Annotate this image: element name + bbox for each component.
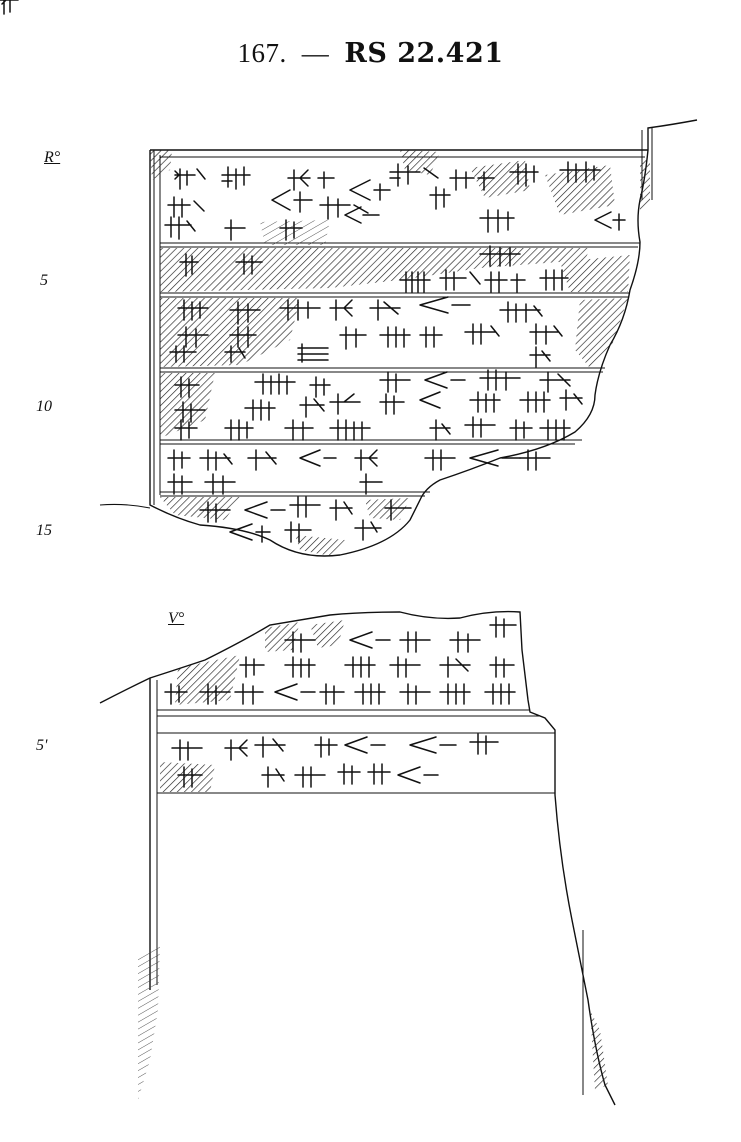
recto-label: R° — [44, 149, 61, 166]
recto-cuneiform-signs — [0, 0, 626, 543]
verso-face — [99, 610, 616, 1106]
recto-line-5-label: 5 — [40, 272, 48, 289]
page-title: 167. — RS 22.421 — [0, 38, 741, 69]
recto-line-10-label: 10 — [36, 398, 52, 415]
verso-cuneiform-signs — [164, 616, 517, 788]
tablet-reference: RS 22.421 — [344, 38, 504, 69]
text-number: 167. — [237, 38, 287, 68]
recto-damage-hatching — [150, 150, 650, 556]
verso-outline — [99, 610, 616, 1106]
recto-line-15-label: 15 — [36, 522, 52, 539]
title-dash: — — [301, 38, 330, 68]
verso-line-5-label: 5' — [36, 737, 48, 754]
verso-label: V° — [168, 610, 185, 627]
